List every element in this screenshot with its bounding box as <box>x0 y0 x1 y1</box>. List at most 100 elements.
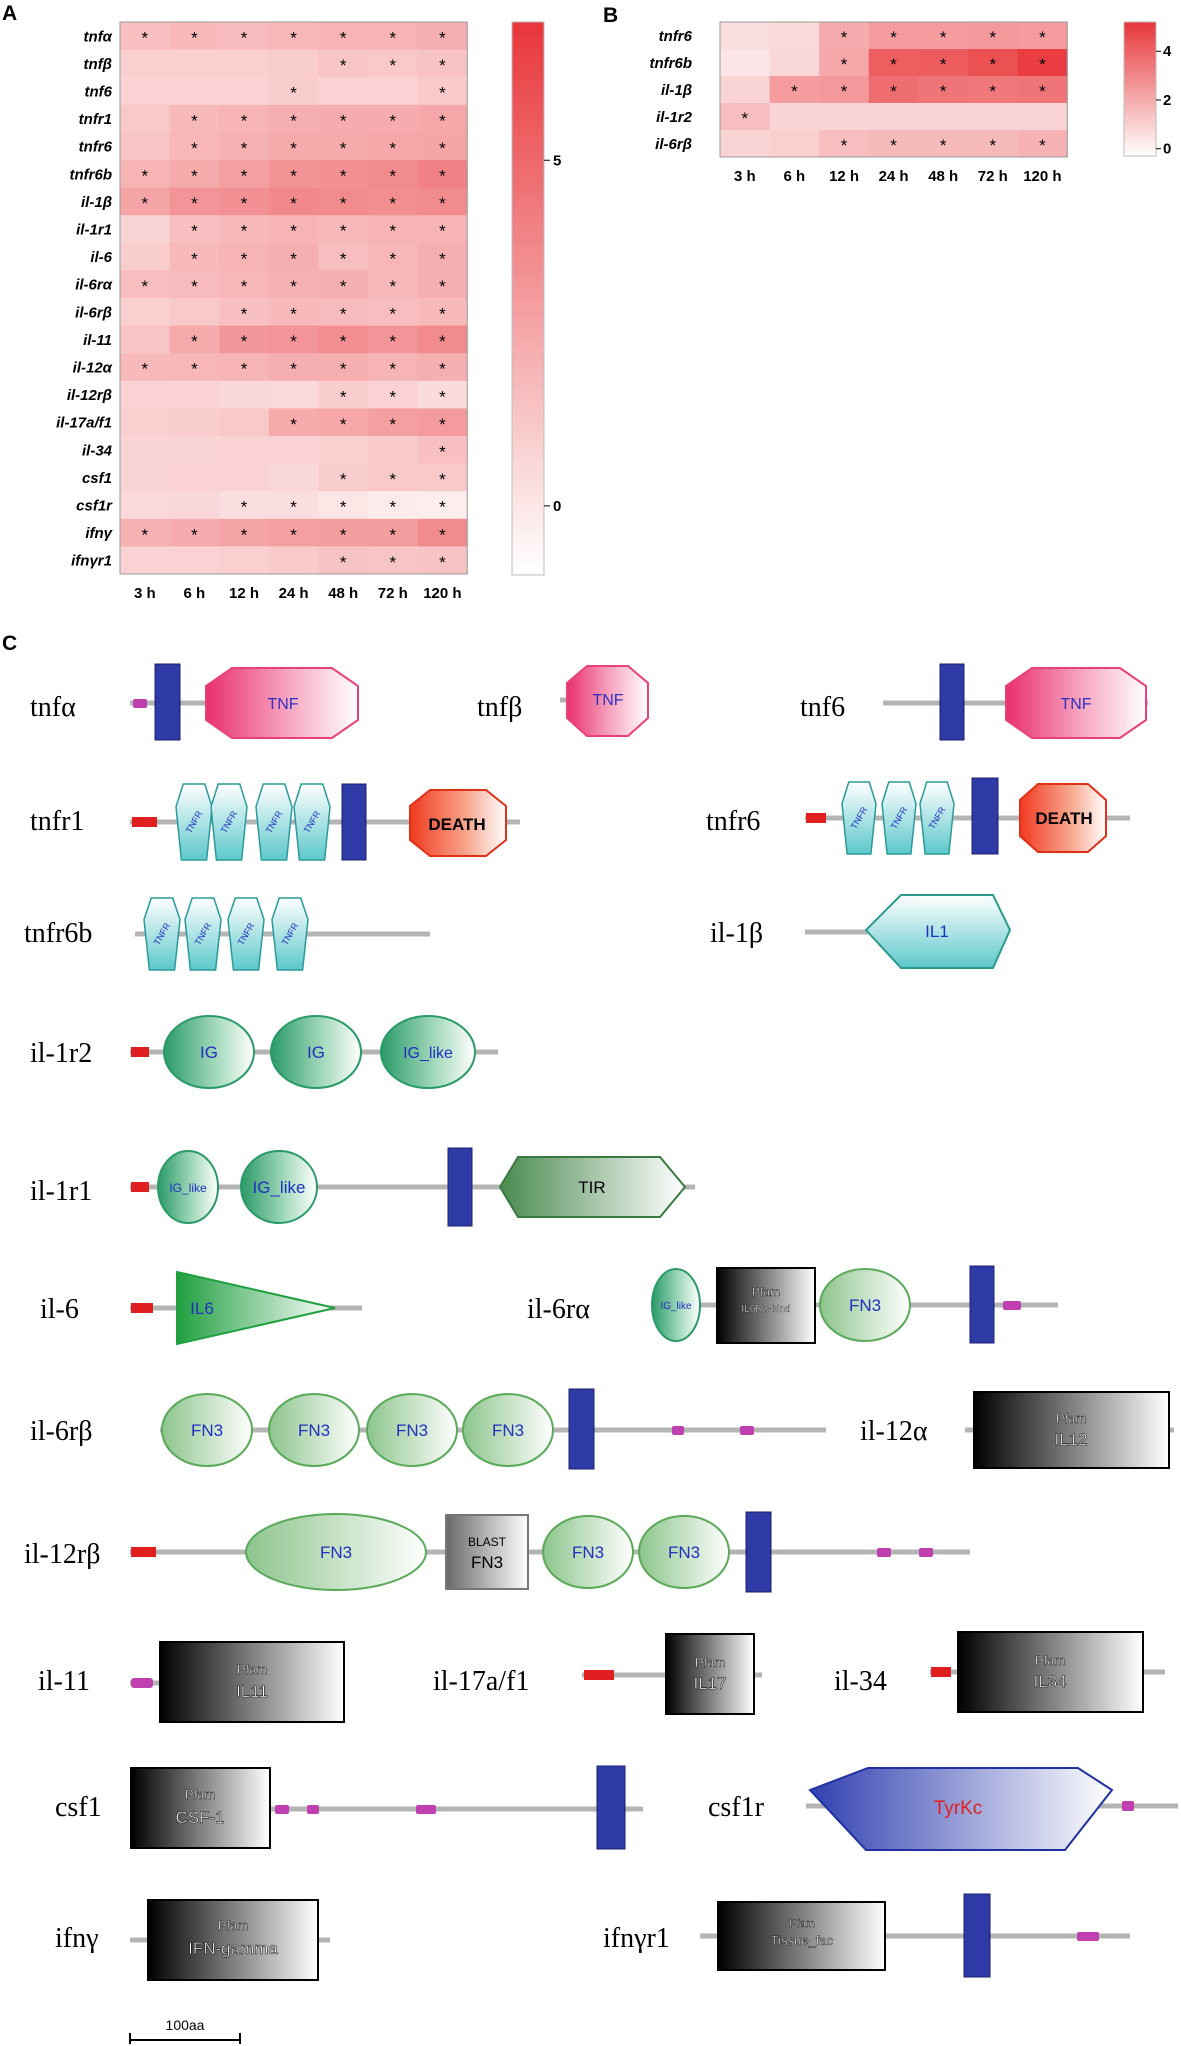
significance-star: * <box>191 525 198 544</box>
significance-star: * <box>940 136 947 155</box>
gene-label: tnfα <box>84 28 113 45</box>
transmembrane-region <box>447 1147 473 1227</box>
heatmap-cell <box>268 242 319 271</box>
domain-label: FN3 <box>849 1296 881 1315</box>
heatmap-cell <box>769 49 820 77</box>
heatmap-cell <box>368 270 419 299</box>
heatmap-cell <box>918 76 969 104</box>
heatmap-cell <box>219 491 270 520</box>
significance-star: * <box>340 111 347 130</box>
heatmap-cell <box>318 325 369 354</box>
heatmap-cell <box>368 242 419 271</box>
heatmap-cell <box>868 49 919 77</box>
ig-domain <box>163 1015 255 1089</box>
heatmap-cell <box>169 325 220 354</box>
significance-star: * <box>890 82 897 101</box>
significance-star: * <box>241 332 248 351</box>
heatmap-cell <box>120 436 171 465</box>
heatmap-cell <box>169 104 220 133</box>
heatmap-cell <box>1017 103 1068 131</box>
significance-star: * <box>439 498 446 517</box>
transmembrane-region <box>971 777 999 855</box>
gene-label: ifnγr1 <box>71 553 112 570</box>
heatmap-cell <box>918 22 969 50</box>
significance-star: * <box>340 29 347 48</box>
il6ra-architecture: IG_like Pfam IL6Ra-bind FN3 <box>651 1265 1058 1344</box>
heatmap-cell <box>368 380 419 409</box>
protein-name-il6rb: il-6rβ <box>30 1416 92 1447</box>
heatmap-cell <box>1017 130 1068 158</box>
significance-star: * <box>340 498 347 517</box>
tnfr-repeat: TNFR <box>841 781 877 855</box>
heatmap-cell <box>417 380 468 409</box>
low-complexity-region <box>877 1548 891 1557</box>
heatmap-cell <box>968 76 1019 104</box>
heatmap-cell <box>417 518 468 547</box>
significance-star: * <box>191 194 198 213</box>
scale-bar-label: 100aa <box>166 2017 205 2033</box>
significance-star: * <box>439 443 446 462</box>
heatmap-cell <box>417 270 468 299</box>
heatmap-cell <box>368 518 419 547</box>
protein-name-tnfa: tnfα <box>30 692 76 723</box>
significance-star: * <box>841 55 848 74</box>
heatmap-cell <box>769 22 820 50</box>
il11-architecture: Pfam IL11 <box>130 1641 345 1723</box>
domain-label: IL17 <box>693 1674 726 1693</box>
colorbar-b <box>1123 21 1157 157</box>
timepoint-label: 24 h <box>279 585 309 602</box>
significance-star: * <box>191 167 198 186</box>
low-complexity-region <box>1122 1801 1134 1811</box>
heatmap-cell <box>120 463 171 492</box>
gene-label: tnfr6 <box>79 139 113 156</box>
heatmap-cell <box>219 160 270 189</box>
significance-star: * <box>940 28 947 47</box>
significance-star: * <box>241 111 248 130</box>
significance-star: * <box>340 525 347 544</box>
heatmap-cell <box>120 518 171 547</box>
significance-star: * <box>191 360 198 379</box>
tir-domain <box>498 1156 687 1218</box>
colorbar-a <box>511 21 545 576</box>
significance-star: * <box>241 277 248 296</box>
domain-label: IFN-gamma <box>188 1939 278 1958</box>
transmembrane-region <box>596 1765 626 1850</box>
significance-star: * <box>340 194 347 213</box>
heatmap-cell <box>169 436 220 465</box>
significance-star: * <box>340 415 347 434</box>
ig-domain <box>270 1015 362 1089</box>
protein-name-il34: il-34 <box>834 1666 887 1697</box>
heatmap-cell <box>268 49 319 78</box>
low-complexity-region <box>740 1426 754 1435</box>
significance-star: * <box>241 498 248 517</box>
domain-source-label: Pfam <box>1035 1653 1065 1668</box>
panel-c-letter: C <box>2 632 17 655</box>
tnf-domain <box>1005 667 1147 739</box>
heatmap-cell <box>268 408 319 437</box>
death-domain <box>1019 783 1107 853</box>
significance-star: * <box>439 29 446 48</box>
significance-star: * <box>191 277 198 296</box>
gene-label: il-12α <box>73 360 113 377</box>
heatmap-cell <box>120 353 171 382</box>
significance-star: * <box>389 56 396 75</box>
domain-label: IL34 <box>1033 1672 1066 1691</box>
heatmap-cell <box>219 436 270 465</box>
significance-star: * <box>389 387 396 406</box>
domain-source-label: Pfam <box>237 1662 267 1677</box>
heatmap-cell <box>169 22 220 51</box>
heatmap-cell <box>268 325 319 354</box>
heatmap-cell <box>219 546 270 575</box>
heatmap-cell <box>169 242 220 271</box>
protein-name-tnfb: tnfβ <box>477 692 522 723</box>
significance-star: * <box>841 82 848 101</box>
significance-star: * <box>989 28 996 47</box>
domain-label: TyrKc <box>934 1798 983 1819</box>
domain-source-label: Pfam <box>752 1285 780 1299</box>
heatmap-cell <box>169 187 220 216</box>
tnfr-repeat: TNFR <box>184 897 222 971</box>
domain-source-label: Pfam <box>1056 1411 1086 1426</box>
low-complexity-region <box>133 699 147 708</box>
significance-star: * <box>389 498 396 517</box>
